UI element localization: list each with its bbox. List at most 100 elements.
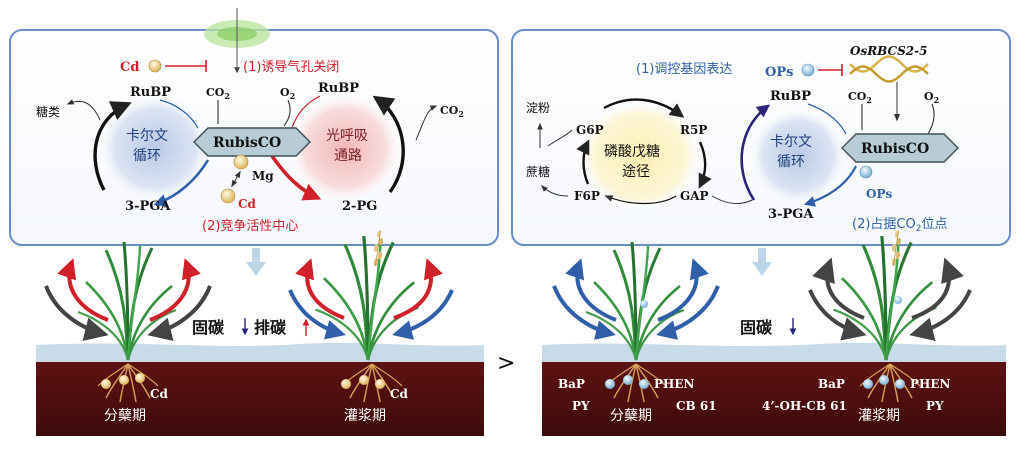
cd-pearl-icon-2	[220, 188, 236, 204]
plant1-red-arrow-left	[57, 258, 109, 322]
right-field-scene: 固碳 BaP PY PHEN CB 61 BaP 4’-OH-CB 61 PHE…	[542, 229, 1006, 436]
o2-right-panel: O2	[924, 90, 939, 105]
ppp-arrow-bottom	[604, 195, 677, 205]
rplant1-blue-arrow-left	[565, 258, 617, 322]
left-mechanism-panel: Cd (1)诱导气孔关闭 RuBP CO2 O2 RuBP 糖类 CO2 卡尔文…	[9, 8, 499, 246]
stoma-icon	[204, 8, 270, 74]
gap-label: GAP	[680, 189, 709, 203]
py-label-1: PY	[572, 399, 590, 413]
o2-left: O2	[280, 86, 295, 101]
left-field-scene: 固碳 排碳 Cd Cd 分蘖期 灌浆期	[36, 229, 484, 436]
tillering-stage-label-left: 分蘖期	[104, 408, 146, 424]
photorespiration-line1: 光呼吸	[326, 128, 368, 144]
rplant1-blue-in-right	[656, 285, 720, 340]
photorespiration-red-arrow	[270, 154, 322, 201]
rubisco-enzyme-right: RubisCO	[841, 133, 959, 163]
plant2-red-arrow-right	[393, 258, 443, 320]
calvin-cycle-arrow-right	[740, 104, 771, 201]
ops-pearl-icon	[801, 63, 815, 77]
left-down-connector	[246, 248, 266, 276]
bap-label-2: BaP	[818, 377, 845, 391]
rplant2-gray-in-left	[808, 289, 867, 341]
filling-stage-label-right: 灌浆期	[858, 408, 900, 424]
step1-label-left: (1)诱导气孔关闭	[243, 59, 339, 75]
cd-label-soil-2: Cd	[390, 387, 409, 401]
mg-cd-swap-arrow	[231, 170, 241, 188]
sugar-label: 糖类	[36, 104, 60, 119]
calvin-blue-arrow	[153, 159, 210, 207]
ops-label-2: OPs	[866, 187, 892, 201]
g6p-to-starch-line	[547, 129, 573, 147]
ops-pearl-plant-1	[640, 300, 648, 308]
rplant1-blue-arrow-right	[657, 258, 709, 322]
calvin-cycle-line1: 卡尔文	[126, 128, 168, 144]
plant2-blue-arrow-left	[288, 289, 346, 340]
ppp-arrow-top	[603, 98, 685, 118]
ops-pearl-soil-2c	[895, 379, 905, 389]
o2-to-rubisco-line	[283, 99, 291, 127]
rubp-to-rubisco-line	[159, 99, 199, 129]
photorespiration-line2: 通路	[334, 148, 362, 164]
cd-label-soil-1: Cd	[150, 387, 169, 401]
calvin-right-line1: 卡尔文	[770, 134, 812, 150]
cd-pearl-soil-2a	[341, 379, 351, 389]
cb61-label-1: CB 61	[676, 399, 717, 413]
calvin-glow-right	[748, 106, 848, 206]
co2-left: CO2	[206, 86, 230, 101]
ops-pearl-plant-2	[894, 296, 902, 304]
ppp-arrow-left	[576, 139, 590, 185]
g6p-label: G6P	[576, 123, 604, 137]
ops-pearl-soil-1b	[623, 375, 633, 385]
tillering-stage-label-right: 分蘖期	[610, 408, 652, 424]
step2-label-right: (2)占据CO2位点	[852, 217, 947, 234]
fix-carbon-label-right: 固碳	[740, 318, 773, 337]
o2-to-rubisco-right	[927, 103, 935, 135]
gene-inhibit-arrow	[818, 64, 843, 76]
plant2-red-arrow-left	[295, 258, 345, 320]
gap-to-calvin-line	[711, 195, 753, 204]
right-down-connector	[752, 248, 772, 276]
calvin-cycle-line2: 循环	[133, 148, 161, 164]
photorespiration-glow	[287, 92, 403, 204]
calvin-right-line2: 循环	[777, 154, 805, 170]
ops-pearl-soil-1a	[605, 379, 615, 389]
ops-pearl-soil-2b	[879, 375, 889, 385]
rplant2-gray-in-right	[909, 289, 972, 341]
starch-label: 淀粉	[526, 101, 550, 115]
comparison-sign: >	[497, 351, 515, 376]
pga-right: 3-PGA	[768, 207, 814, 222]
bap-label-1: BaP	[558, 377, 585, 391]
dna-helix-icon	[849, 55, 929, 83]
phen-label-1: PHEN	[654, 377, 695, 391]
cd-pearl-soil-1a	[101, 379, 111, 389]
rplant2-gray-arrow-left	[812, 257, 865, 320]
rubp-right-panel: RuBP	[770, 89, 811, 104]
py-label-2: PY	[926, 399, 944, 413]
co2-out-label: CO2	[440, 104, 464, 119]
fix-carbon-label-left: 固碳	[192, 318, 225, 337]
cb61-label-2: 4’-OH-CB 61	[762, 399, 847, 413]
rubp-to-rubisco-right	[807, 103, 847, 135]
phen-label-2: PHEN	[910, 377, 951, 391]
calvin-cycle-arrow	[93, 101, 132, 191]
plant1-black-arrow-left	[44, 285, 109, 341]
ppp-line1: 磷酸戊糖	[604, 144, 660, 160]
co2-out-arrow	[415, 105, 438, 141]
cd-pearl-soil-2b	[359, 375, 369, 385]
ops-pearl-soil-2a	[863, 379, 873, 389]
co2-right-panel: CO2	[848, 90, 872, 105]
rubisco-label-left: RubisCO	[213, 135, 281, 151]
pga-left: 3-PGA	[125, 199, 171, 214]
photorespiration-black-arrow	[372, 95, 405, 194]
ops-pearl-icon-2	[859, 165, 873, 179]
f6p-label: F6P	[574, 189, 600, 203]
inhibit-arrow	[165, 60, 207, 72]
sucrose-label: 蔗糖	[526, 164, 550, 179]
calvin-blue-arrow-right	[803, 165, 857, 207]
plant1-red-arrow-right	[149, 258, 201, 322]
cd-label-top: Cd	[120, 60, 139, 75]
ppp-line2: 途径	[622, 163, 650, 180]
r5p-label: R5P	[680, 123, 707, 137]
gene-label: OsRBCS2-5	[850, 44, 927, 58]
